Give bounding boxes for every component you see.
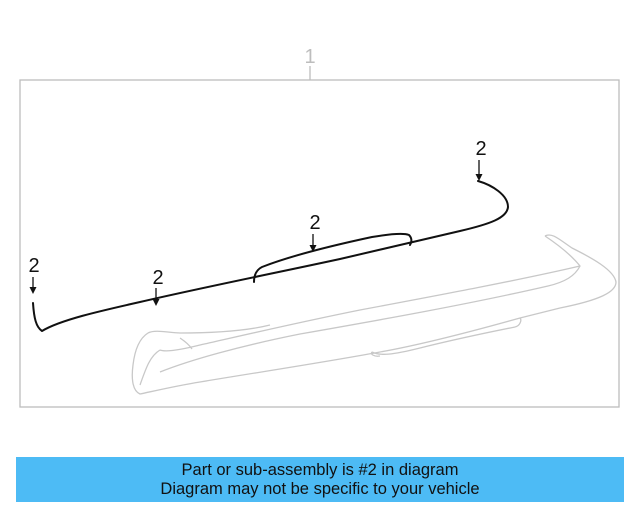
banner-line-disclaimer: Diagram may not be specific to your vehi…	[160, 480, 480, 498]
part-2-seal	[32, 180, 509, 332]
callout-arrows	[29, 160, 483, 306]
part-callout-mid-left[interactable]: 2	[152, 267, 163, 289]
banner-line-part: Part or sub-assembly is #2 in diagram	[181, 461, 459, 479]
assembly-frame	[19, 79, 620, 408]
info-banner: Part or sub-assembly is #2 in diagram Di…	[16, 457, 624, 502]
part-callout-center[interactable]: 2	[309, 212, 320, 234]
part-callout-right[interactable]: 2	[475, 138, 486, 160]
assembly-callout: 1	[304, 46, 315, 68]
spoiler-outline	[131, 234, 617, 395]
part-callout-left[interactable]: 2	[28, 255, 39, 277]
